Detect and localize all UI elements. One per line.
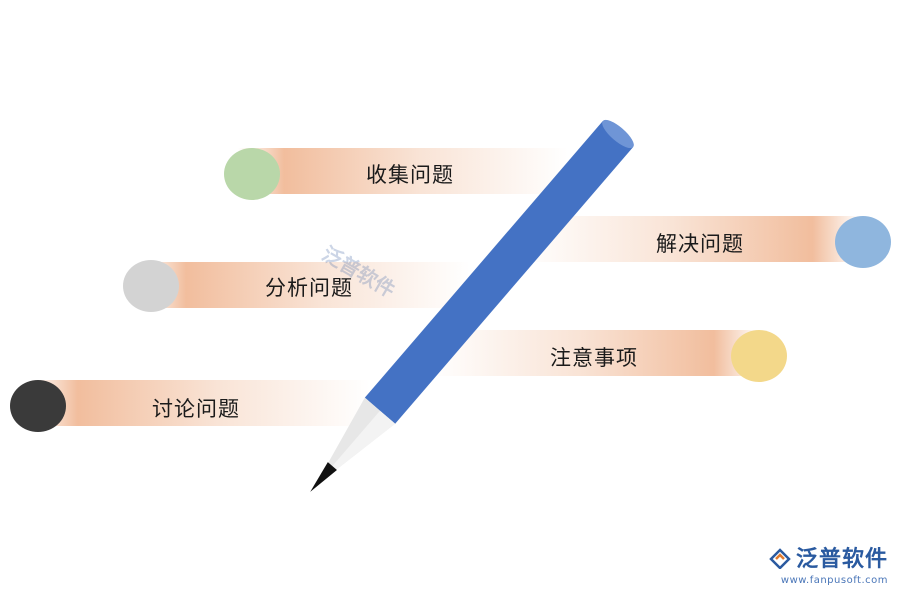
step-label-notes: 注意事项 (550, 346, 638, 370)
band-solve (520, 216, 860, 262)
band-discuss (30, 380, 370, 426)
brand-url: www.fanpusoft.com (780, 575, 888, 586)
dot-discuss (10, 380, 66, 432)
band-collect (238, 148, 568, 194)
step-label-analyze: 分析问题 (265, 276, 353, 300)
band-notes (430, 330, 760, 376)
step-label-discuss: 讨论问题 (152, 397, 240, 421)
dot-analyze (123, 260, 179, 312)
brand-logo: 泛普软件 www.fanpusoft.com (768, 541, 888, 586)
dot-solve (835, 216, 891, 268)
brand-mark-icon (768, 547, 792, 575)
brand-name: 泛普软件 (795, 547, 888, 572)
band-analyze (140, 262, 470, 308)
dot-collect (224, 148, 280, 200)
dot-notes (731, 330, 787, 382)
step-label-collect: 收集问题 (366, 163, 454, 187)
step-label-solve: 解决问题 (656, 232, 744, 256)
